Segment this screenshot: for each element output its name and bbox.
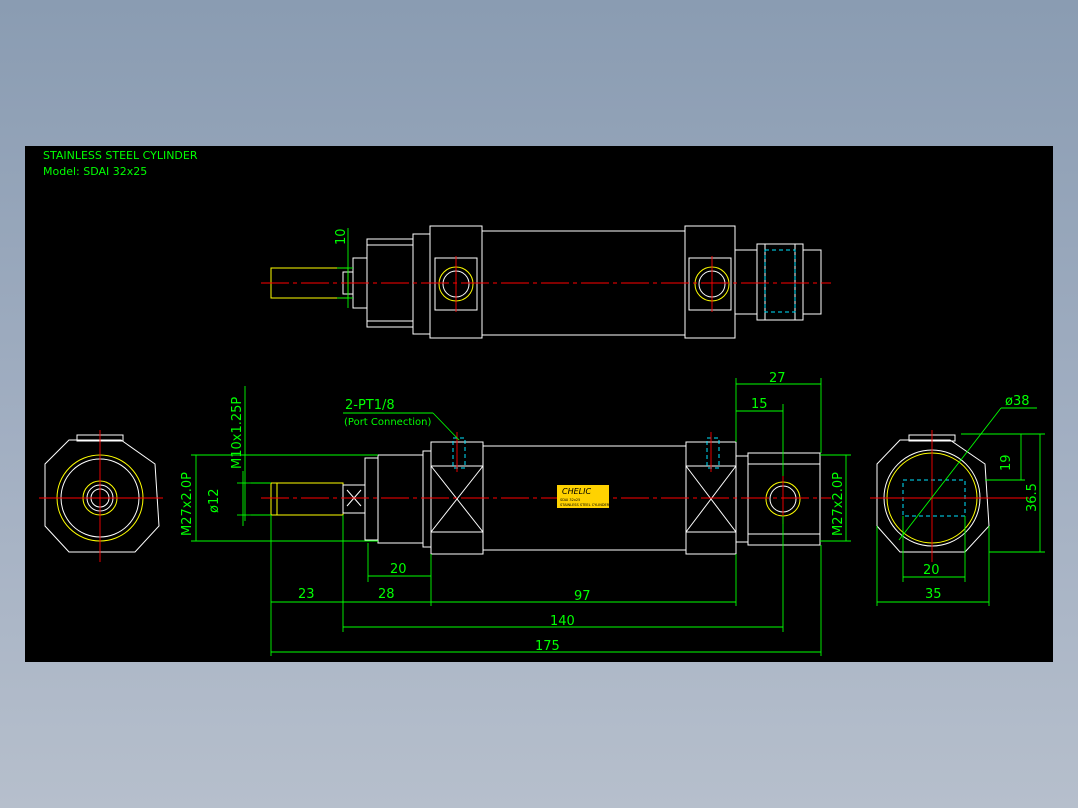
front-head-step xyxy=(364,457,379,541)
dim-bore-diameter: ø38 xyxy=(1005,394,1030,409)
dim-28: 28 xyxy=(378,587,395,602)
label-plate xyxy=(557,485,609,508)
right-end-view: ø38 19 36.5 20 35 xyxy=(870,394,1045,606)
left-end-hex xyxy=(44,439,160,553)
dim-head-thread-left: M27x2.0P xyxy=(180,472,195,536)
cylinder-drawing: STAINLESS STEEL CYLINDER Model: SDAI 32x… xyxy=(39,149,1045,656)
front-head-thread xyxy=(377,454,424,544)
model-label: Model: SDAI 32x25 xyxy=(43,165,147,178)
dim-20-front: 20 xyxy=(390,562,407,577)
top-clevis-neck xyxy=(734,249,758,315)
dim-23: 23 xyxy=(298,587,315,602)
dim-top-rod: 10 xyxy=(334,228,349,245)
dim-side-20: 20 xyxy=(923,563,940,578)
front-clevis-neck xyxy=(735,455,749,543)
front-clevis xyxy=(747,452,821,546)
dim-97: 97 xyxy=(574,589,591,604)
callout-port-note: (Port Connection) xyxy=(344,417,431,428)
dim-140: 140 xyxy=(550,614,575,629)
dim-rod-thread: M10x1.25P xyxy=(230,397,245,469)
top-clevis xyxy=(756,243,804,321)
front-rod xyxy=(270,482,344,516)
top-clevis-hidden-bore xyxy=(764,249,796,313)
label-brand: CHELIC xyxy=(562,487,591,496)
dim-head-thread-right: M27x2.0P xyxy=(831,472,846,536)
drawing-title: STAINLESS STEEL CYLINDER xyxy=(43,149,198,162)
dim-175: 175 xyxy=(535,639,560,654)
cad-drawing-canvas[interactable]: STAINLESS STEEL CYLINDER Model: SDAI 32x… xyxy=(25,146,1053,662)
top-rear-cap xyxy=(684,225,736,339)
dim-15: 15 xyxy=(751,397,768,412)
dim-side-36-5: 36.5 xyxy=(1025,483,1040,512)
label-line2: STAINLESS STEEL CYLINDER xyxy=(560,503,610,507)
top-view: 10 xyxy=(261,225,831,339)
left-end-view xyxy=(39,430,163,562)
dim-side-35: 35 xyxy=(925,587,942,602)
top-collar xyxy=(412,233,431,335)
label-line1: SDAI 32x25 xyxy=(560,498,580,502)
dim-rod-diameter: ø12 xyxy=(207,489,222,514)
dim-side-19: 19 xyxy=(999,454,1014,471)
dim-27: 27 xyxy=(769,371,786,386)
callout-port: 2-PT1/8 xyxy=(345,398,395,413)
front-rod-flat xyxy=(342,484,366,514)
front-view: CHELIC SDAI 32x25 STAINLESS STEEL CYLIND… xyxy=(180,371,851,656)
